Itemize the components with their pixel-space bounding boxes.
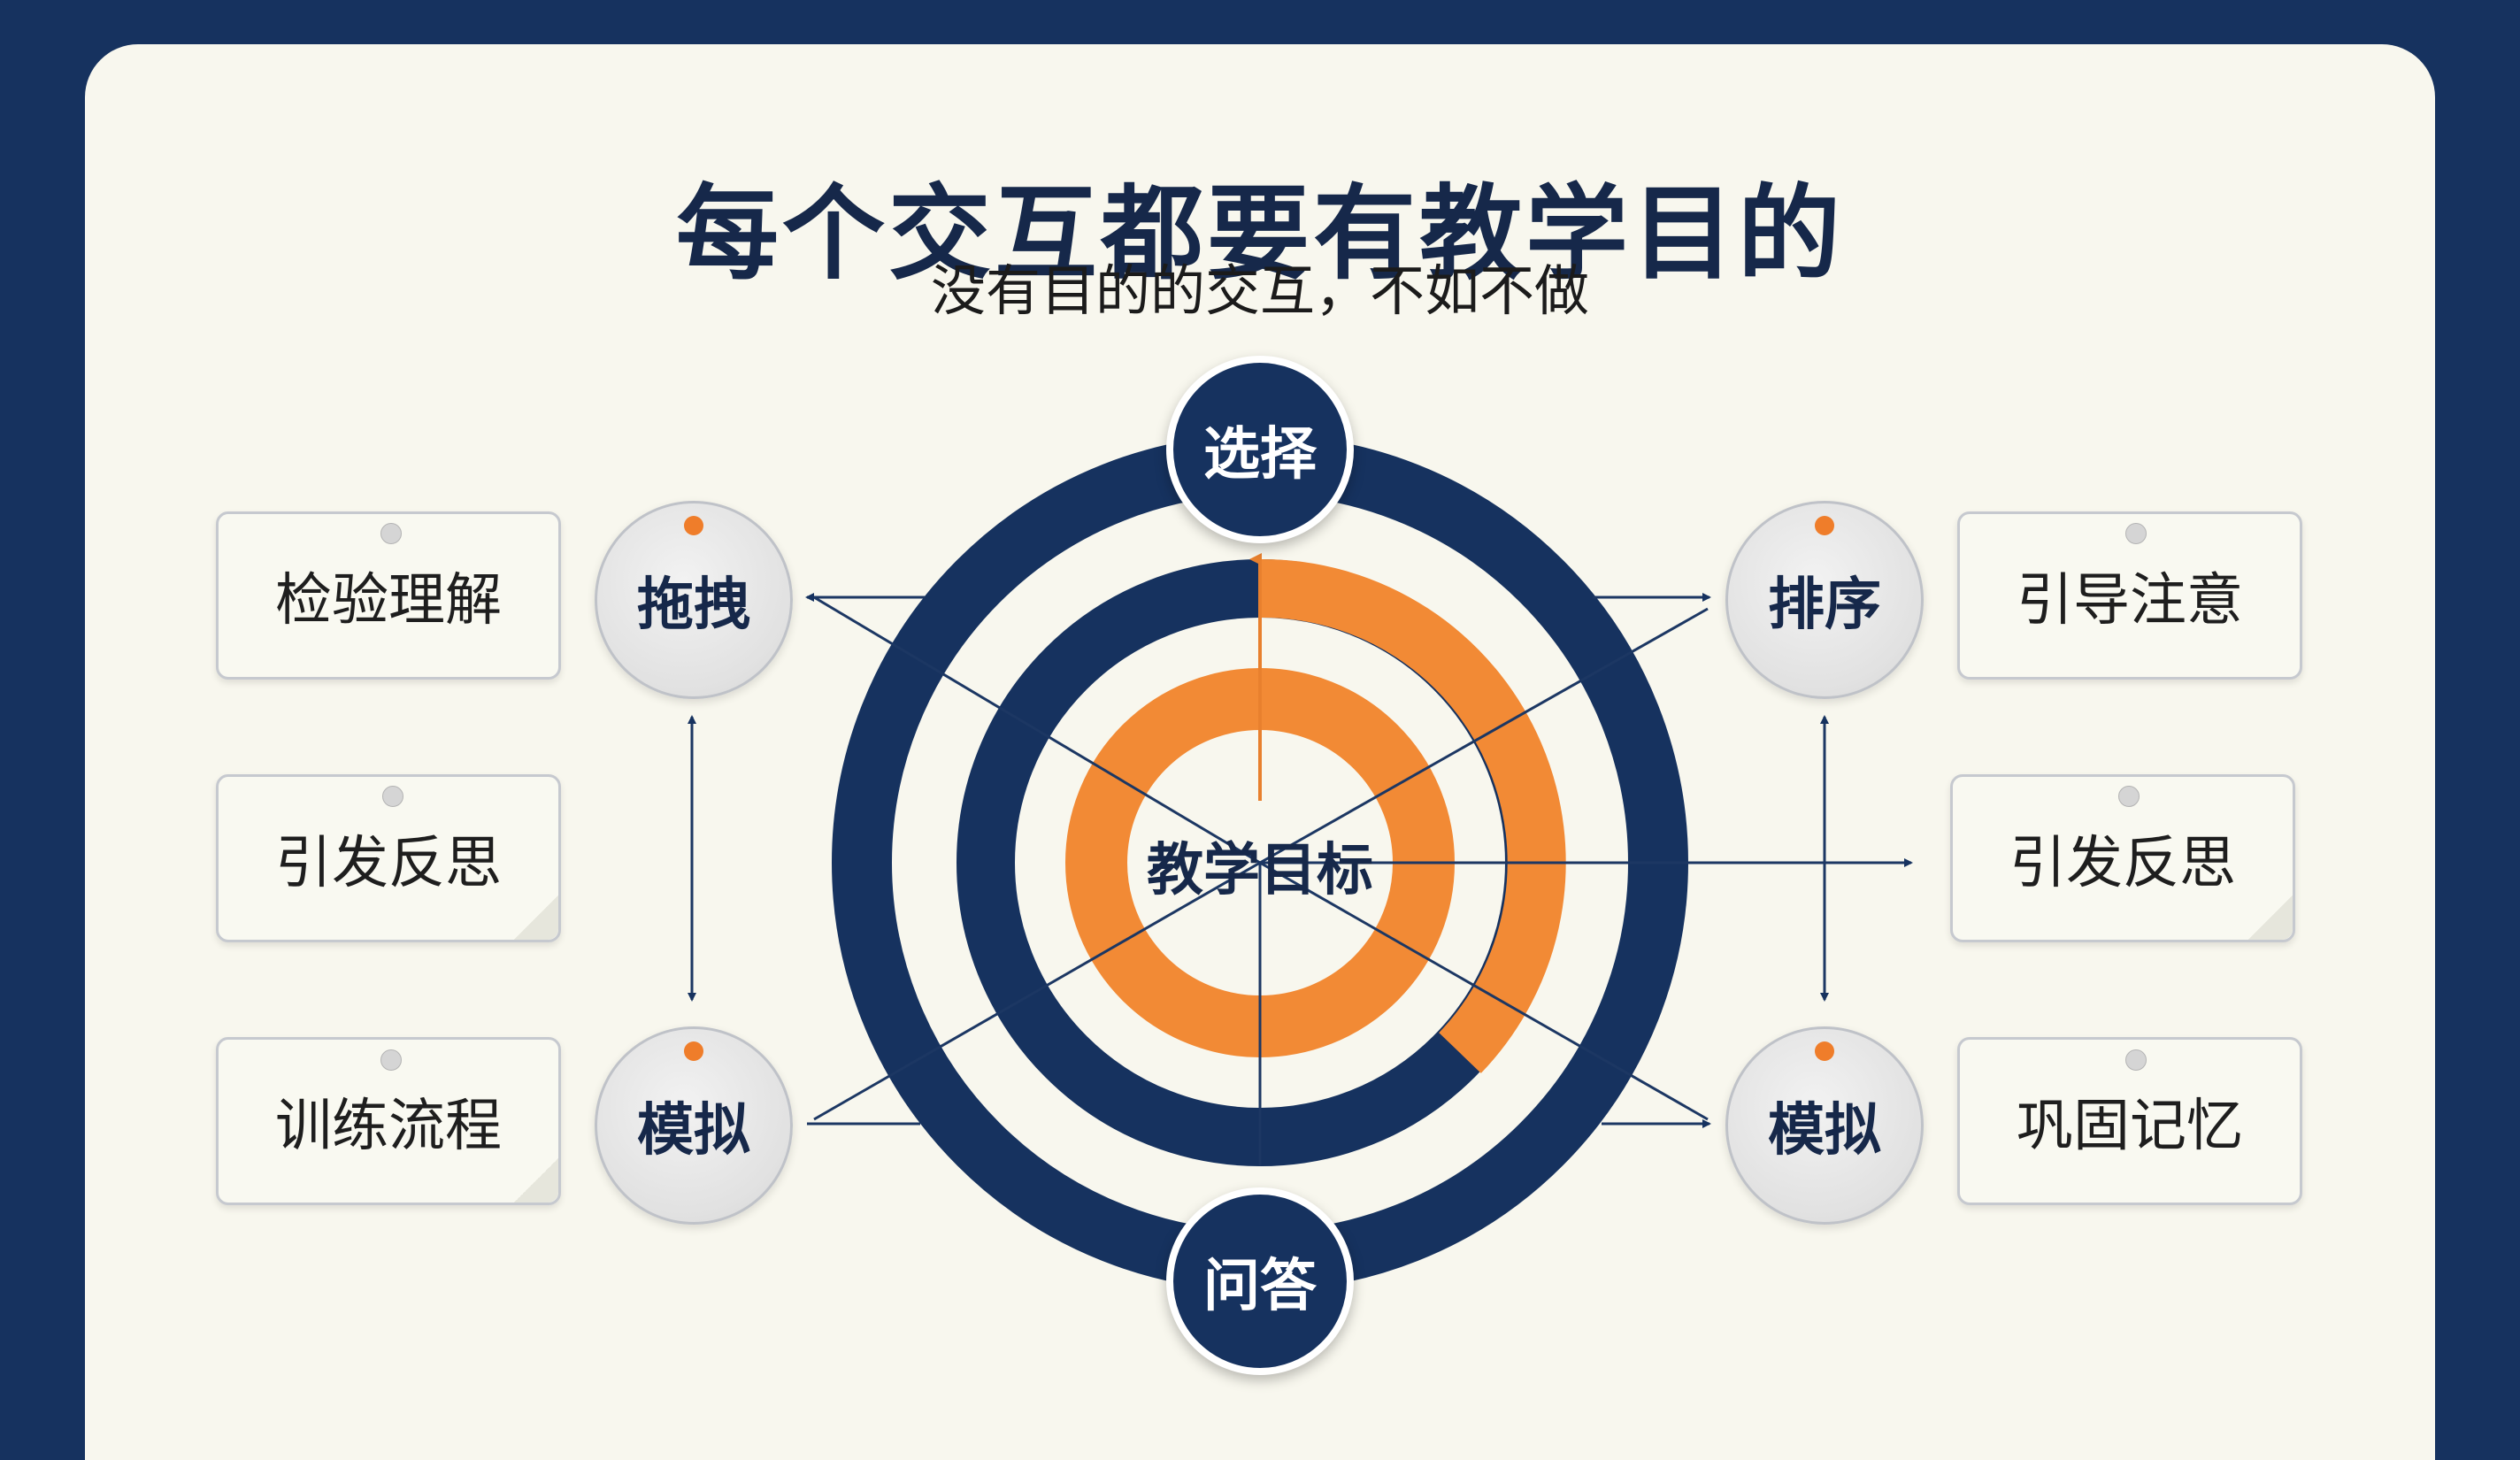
- card-label: 引导注意: [2017, 568, 2243, 634]
- pin-icon: [684, 516, 703, 535]
- card-label: 引发反思: [275, 831, 502, 896]
- page-curl: [514, 1158, 558, 1203]
- card-label: 巩固记忆: [2017, 1094, 2243, 1159]
- node-select-label: 选择: [1203, 422, 1317, 488]
- node-simulate-right[interactable]: 模拟: [1725, 1026, 1924, 1225]
- pin-icon: [2125, 523, 2147, 544]
- node-simulate-right-label: 模拟: [1768, 1098, 1881, 1164]
- node-sort-label: 排序: [1768, 572, 1881, 638]
- pin-icon: [380, 523, 402, 544]
- page-curl: [2248, 895, 2293, 940]
- pin-icon: [2118, 786, 2140, 807]
- card-label: 引发反思: [2009, 831, 2236, 896]
- page-subtitle: 没有目的的交互，不如不做: [930, 258, 1589, 323]
- card-label: 训练流程: [275, 1094, 502, 1159]
- pin-icon: [684, 1041, 703, 1061]
- node-select[interactable]: 选择: [1166, 356, 1354, 543]
- middle-ring-orange-arc: [1259, 558, 1566, 1073]
- node-qa[interactable]: 问答: [1166, 1187, 1354, 1375]
- node-simulate-left[interactable]: 模拟: [595, 1026, 793, 1225]
- page-title: 每个交互都要有教学目的: [676, 174, 1844, 294]
- page-curl: [514, 895, 558, 940]
- card-guide-attention: 引导注意: [1957, 511, 2302, 680]
- node-simulate-left-label: 模拟: [637, 1098, 750, 1164]
- pin-icon: [380, 1049, 402, 1071]
- node-drag-label: 拖拽: [637, 572, 750, 638]
- pin-icon: [2125, 1049, 2147, 1071]
- node-qa-label: 问答: [1203, 1254, 1317, 1319]
- pin-icon: [382, 786, 403, 807]
- card-label: 检验理解: [275, 568, 502, 634]
- pin-icon: [1815, 516, 1834, 535]
- pin-icon: [1815, 1041, 1834, 1061]
- center-label: 教学目标: [1147, 838, 1373, 903]
